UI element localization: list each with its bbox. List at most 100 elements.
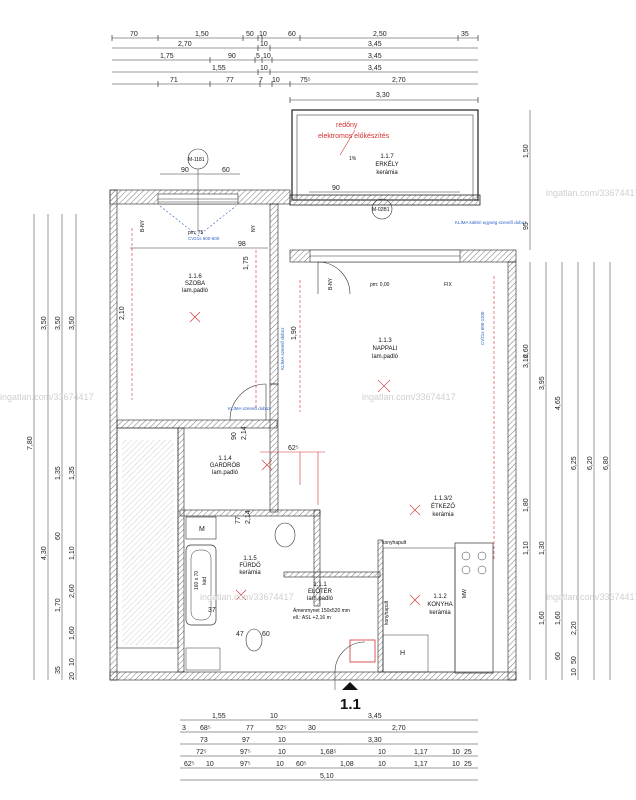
bathroom-name: FÜRDŐ <box>239 562 261 569</box>
bath-dim-47: 47 <box>236 631 244 638</box>
kitchen-name: KONYHA <box>427 602 452 608</box>
dim-top-1g: 35 <box>461 31 469 38</box>
dim-top-3a: 1,75 <box>160 53 174 60</box>
meter-label: Ámenmynet 150x520 mm <box>293 607 350 614</box>
dim-right-8: 6,80 <box>603 456 610 470</box>
tub-label: kád <box>202 577 208 585</box>
dim-bot-5h: 1,17 <box>414 761 428 768</box>
shutter-note: elektromos előkészítés <box>318 133 390 140</box>
bath-dim-37: 37 <box>208 607 216 614</box>
dining-kitchen: 1.1.3/2 ÉTKEZŐ kerámia konyhapult konyha… <box>382 496 494 674</box>
top-dimensions <box>111 35 479 103</box>
bed-dim-90b: 90 <box>231 432 238 440</box>
dim-left-3: 3,50 <box>69 316 76 330</box>
dim-right-13: 1,60 <box>555 611 562 625</box>
dim-top-3b: 90 <box>228 53 236 60</box>
dim-bot-2b: 68⁵ <box>200 725 211 732</box>
dim-bot-5g: 10 <box>378 761 386 768</box>
hall: 1.1.1 ELŐTÉR lam.padló Ámenmynet 150x520… <box>293 582 376 713</box>
dim-left-7: 1,70 <box>55 598 62 612</box>
dir-bny-bedroom: B-NY <box>140 219 146 232</box>
kitchen-floor: kerámia <box>429 610 451 616</box>
dim-right-16: 50 <box>571 656 578 664</box>
bedroom: M-1181 90 60 pm: 75 CV21s 600-500 B-NY N… <box>119 148 271 440</box>
dim-bot-3a: 73 <box>200 737 208 744</box>
klima-living: KLÍMA szerelő doboz <box>279 327 285 370</box>
dim-bot-5j: 25 <box>464 761 472 768</box>
dim-bot-4b: 97⁵ <box>240 749 251 756</box>
dim-bot-4d: 1,68⁵ <box>320 749 337 756</box>
dim-bot-5i: 10 <box>452 761 460 768</box>
bathroom-id: 1.1.5 <box>243 556 257 562</box>
cv-bedroom: CV21s 600-500 <box>188 236 220 241</box>
dim-bot-4f: 1,17 <box>414 749 428 756</box>
bed-dim-60: 60 <box>222 167 230 174</box>
dim-left-1: 3,50 <box>41 316 48 330</box>
watermarks: ingatlan.com/33674417 ingatlan.com/33674… <box>0 188 636 602</box>
dim-right-9: 1,80 <box>523 498 530 512</box>
dim-right-1: 95 <box>523 222 530 230</box>
bedroom-name: SZOBA <box>185 281 205 287</box>
right-dimensions <box>529 110 611 680</box>
dim-right-14: 2,20 <box>571 621 578 635</box>
dim-bot-1b: 10 <box>270 713 278 720</box>
dim-right-7: 6,20 <box>587 456 594 470</box>
dim-bot-4e: 10 <box>378 749 386 756</box>
watermark-left: ingatlan.com/33674417 <box>0 392 94 402</box>
balcony-floor: kerámia <box>376 170 398 176</box>
left-dimensions <box>33 214 77 680</box>
wardrobe-name: GARDRÓB <box>210 462 240 469</box>
bed-dim-98: 98 <box>238 241 246 248</box>
dim-bot-5c: 97⁵ <box>240 761 251 768</box>
dim-bot-4h: 25 <box>464 749 472 756</box>
living-name: NAPPALI <box>373 346 398 352</box>
hall-floor: lam.padló <box>307 596 334 602</box>
dim-bot-6a: 5,10 <box>320 773 334 780</box>
living-floor: lam.padló <box>372 354 399 360</box>
bedroom-floor: lam.padló <box>182 288 209 294</box>
dining-name: ÉTKEZŐ <box>431 503 455 510</box>
dim-right-3: 3,16 <box>523 354 530 368</box>
dim-bot-2c: 77 <box>246 725 254 732</box>
bottom-dimension-labels: 1,55 10 3,45 3 68⁵ 77 52⁵ 30 2,70 73 97 … <box>182 713 472 780</box>
dim-right-15: 60 <box>555 652 562 660</box>
dim-right-17: 10 <box>571 668 578 676</box>
dim-top-2c: 3,45 <box>368 41 382 48</box>
dim-left-9: 60 <box>55 532 62 540</box>
dim-right-12: 1,60 <box>539 611 546 625</box>
dim-bot-1a: 1,55 <box>212 713 226 720</box>
balcony-dim-90: 90 <box>332 185 340 192</box>
shutter-label: redőny <box>336 122 358 129</box>
top-dimension-labels: 70 1,50 50 10 60 2,50 35 2,70 10 3,45 1,… <box>130 31 469 99</box>
dim-bot-5b: 10 <box>206 761 214 768</box>
dim-left-14: 20 <box>69 672 76 680</box>
living-dim-625: 62⁵ <box>288 445 299 452</box>
washer-symbol: M <box>199 526 205 533</box>
ward-dim-214: 2,14 <box>245 510 252 524</box>
hall-name: ELŐTÉR <box>308 588 333 595</box>
dim-right-11: 1,30 <box>539 541 546 555</box>
dim-bot-2e: 30 <box>308 725 316 732</box>
dim-bot-4g: 10 <box>452 749 460 756</box>
ward-dim-77: 77 <box>235 516 242 524</box>
pm-living: pm: 0,00 <box>370 282 390 288</box>
dim-top-1a: 70 <box>130 31 138 38</box>
dim-top-2a: 2,70 <box>178 41 192 48</box>
dim-top-5e: 75⁵ <box>300 77 311 84</box>
section-mark-label: 1.1 <box>340 696 361 713</box>
bedroom-id: 1.1.6 <box>188 274 202 280</box>
dim-left-0: 7,80 <box>27 436 34 450</box>
balcony-door <box>309 249 461 295</box>
dim-top-3c: 5 <box>256 53 260 60</box>
dim-bot-2f: 2,70 <box>392 725 406 732</box>
left-dimension-labels: 7,80 3,50 3,50 3,50 4,30 1,35 1,35 1,70 … <box>27 316 76 680</box>
dim-left-10: 2,60 <box>69 584 76 598</box>
fix-label: FIX <box>444 282 452 288</box>
pm-bedroom: pm: 75 <box>188 230 204 236</box>
dim-top-1c: 50 <box>246 31 254 38</box>
bathroom: M 160 x 70 kád 1.1.5 FÜRDŐ kerámia 37 47… <box>185 516 296 671</box>
dim-left-2: 3,50 <box>55 316 62 330</box>
watermark-center: ingatlan.com/33674417 <box>362 392 456 402</box>
dim-bot-5e: 60⁵ <box>296 761 307 768</box>
